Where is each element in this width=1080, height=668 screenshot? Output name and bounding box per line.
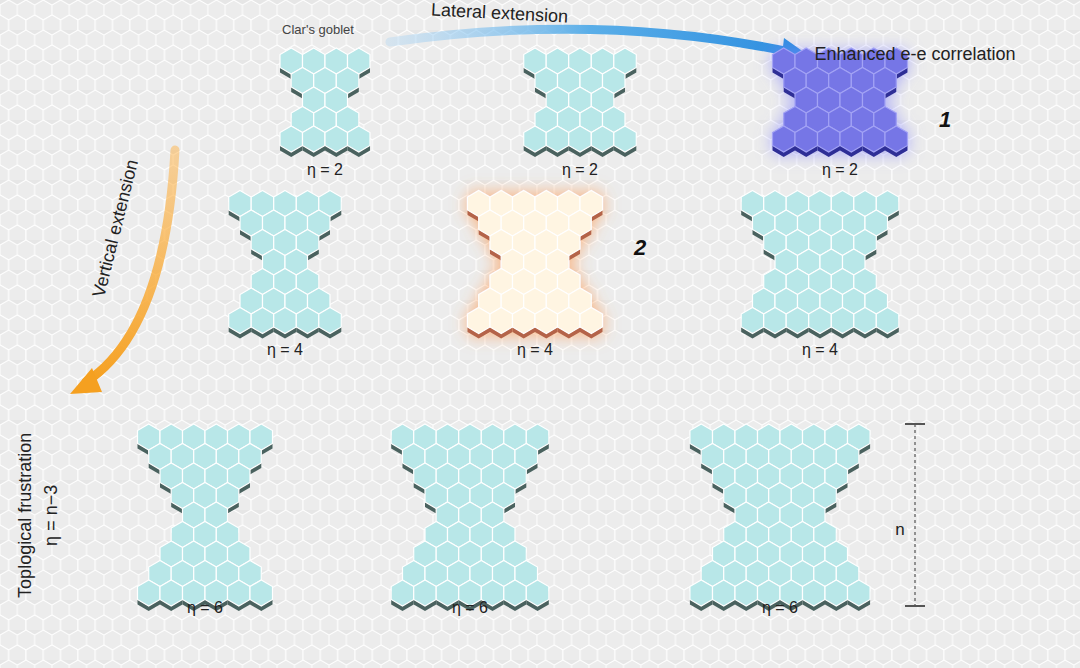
eta-value: η = 2 [562,161,598,179]
eta-value: η = 4 [267,341,303,359]
compound-number: 2 [634,235,646,260]
nanographene [280,48,370,157]
benzene-ring [614,126,637,152]
nanographene [773,48,908,157]
benzene-ring [303,126,326,152]
benzene-ring [558,308,581,334]
arrow-label: Lateral extension [431,0,569,27]
benzene-ring [546,126,569,152]
benzene-ring [809,308,832,334]
benzene-ring [831,308,854,334]
benzene-ring [504,580,527,606]
formula: η = n−3 [42,484,63,545]
nanographene [468,191,603,339]
benzene-ring [319,308,342,334]
benzene-ring [228,580,251,606]
benzene-ring [160,580,183,606]
benzene-ring [854,308,877,334]
dimension-tick [905,423,925,425]
benzene-ring [773,126,796,152]
lateral-arrow [390,29,790,52]
benzene-ring [876,308,899,334]
benzene-ring [764,308,787,334]
benzene-ring [591,126,614,152]
benzene-ring [863,126,886,152]
nanographene [391,424,549,611]
arrow-head [70,368,102,394]
nanographene [690,424,870,611]
benzene-ring [690,580,713,606]
nanographene [524,48,637,157]
arrow-label: Enhanced e-e correlation [814,44,1015,65]
benzene-ring [741,308,764,334]
dimension-tick [905,605,925,607]
eta-value: η = 4 [517,341,553,359]
benzene-ring [348,126,371,152]
nanographene [229,191,342,339]
benzene-ring [795,126,818,152]
benzene-ring [825,580,848,606]
benzene-ring [229,308,252,334]
benzene-ring [848,580,871,606]
eta-value: η = 6 [452,599,488,617]
benzene-ring [325,126,348,152]
benzene-ring [138,580,161,606]
benzene-ring [296,308,319,334]
benzene-ring [840,126,863,152]
benzene-ring [251,308,274,334]
benzene-ring [786,308,809,334]
dimension-line [914,424,915,606]
benzene-ring [274,308,297,334]
benzene-ring [490,308,513,334]
benzene-ring [524,126,547,152]
benzene-ring [885,126,908,152]
eta-value: η = 2 [307,161,343,179]
vertical-arrow [86,150,175,382]
benzene-ring [391,580,414,606]
benzene-ring [580,308,603,334]
benzene-ring [803,580,826,606]
benzene-ring [513,308,536,334]
benzene-ring [280,126,303,152]
benzene-ring [535,308,558,334]
benzene-ring [569,126,592,152]
benzene-ring [414,580,437,606]
eta-value: η = 2 [822,161,858,179]
eta-value: η = 4 [802,341,838,359]
arrow-label: Vertical extension [89,157,143,299]
molecule-name: Clar's goblet [282,23,354,38]
benzene-ring [250,580,273,606]
eta-value: η = 6 [762,599,798,617]
benzene-ring [526,580,549,606]
nanographene [741,191,899,339]
compound-number: 1 [939,107,951,132]
dimension-label: n [893,520,906,540]
benzene-ring [818,126,841,152]
benzene-ring [468,308,491,334]
eta-value: η = 6 [187,599,223,617]
arrow-label: Toplogical frustration [16,432,37,597]
nanographene [138,424,273,611]
benzene-ring [713,580,736,606]
benzene-ring [735,580,758,606]
